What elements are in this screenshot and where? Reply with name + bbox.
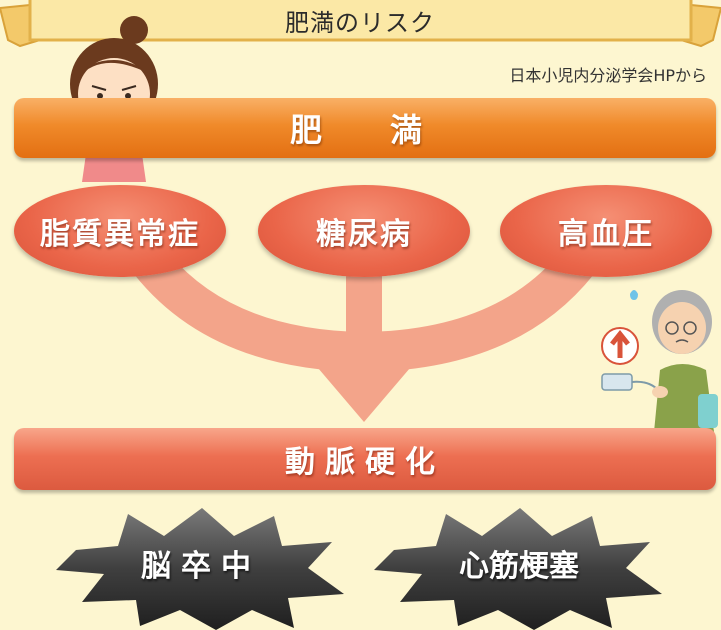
down-arrow-icon	[318, 368, 410, 422]
risk-diabetes: 糖尿病	[258, 185, 470, 277]
obesity-bar: 肥 満	[14, 98, 716, 158]
stroke-burst	[56, 508, 344, 630]
risk-hypertension: 高血圧	[500, 185, 712, 277]
risk-dyslipidemia: 脂質異常症	[14, 185, 226, 277]
blood-pressure-monitor-icon	[601, 373, 633, 391]
sweat-drop-icon	[630, 290, 638, 300]
elderly-man-illustration	[601, 290, 718, 432]
page-title: 肥満のリスク	[285, 8, 435, 37]
atherosclerosis-bar: 動脈硬化	[14, 428, 716, 490]
source-note: 日本小児内分泌学会HPから	[509, 66, 707, 85]
complication-myocardial-infarction: 心筋梗塞	[459, 549, 579, 584]
complication-stroke: 脳卒中	[141, 549, 261, 584]
myocardial-infarction-burst	[374, 508, 662, 630]
